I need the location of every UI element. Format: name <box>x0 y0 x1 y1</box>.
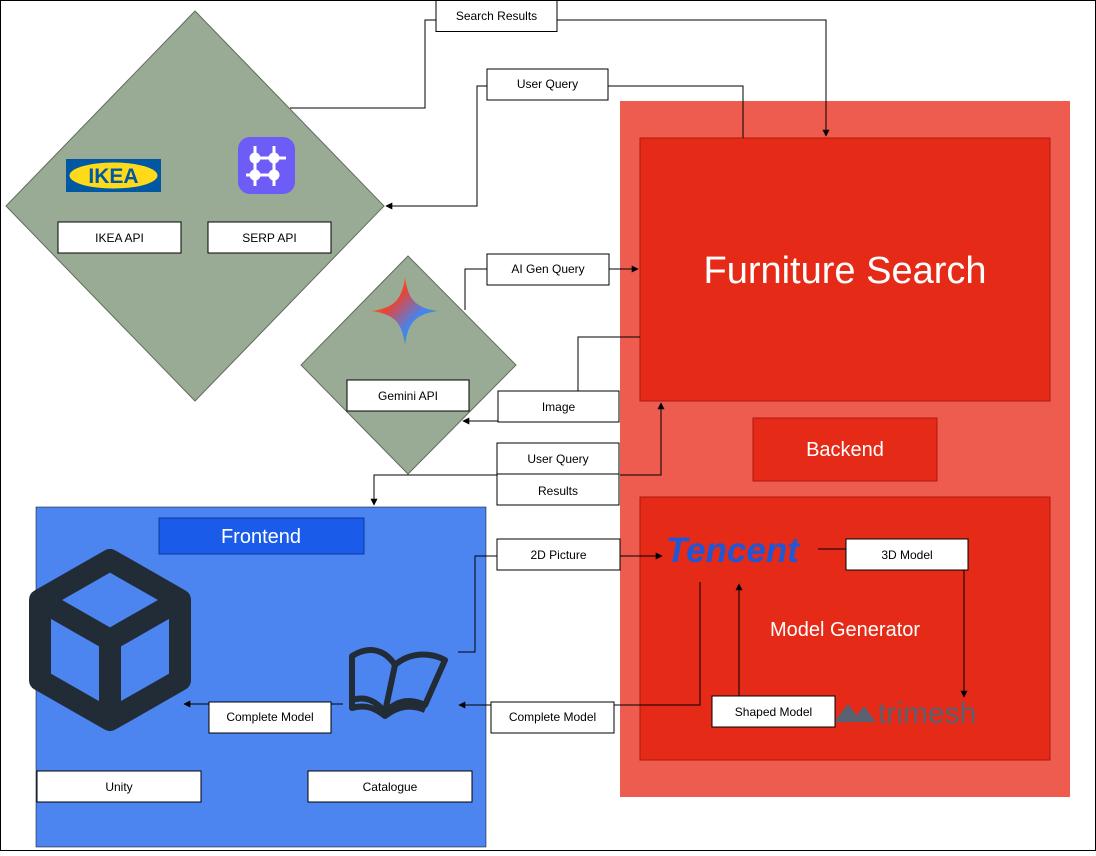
complete-model-left-label: Complete Model <box>226 710 313 724</box>
gemini-group <box>300 255 517 475</box>
search-results-label: Search Results <box>456 9 537 23</box>
user-query-top-label: User Query <box>517 77 578 91</box>
tencent-logo-icon: Tencent <box>666 531 800 570</box>
edge-label-user-query-top <box>486 68 609 101</box>
edge-user-query-top <box>385 85 744 210</box>
frontend-title-box[interactable] <box>158 517 365 555</box>
image-label: Image <box>542 400 576 414</box>
search-apis-group <box>5 10 385 402</box>
backend-node[interactable] <box>752 417 938 482</box>
serp-api-node[interactable] <box>207 221 332 254</box>
model-generator-label: Model Generator <box>770 619 920 641</box>
unity-label: Unity <box>105 780 132 794</box>
user-query-mid-label: User Query <box>527 452 588 466</box>
furniture-search-node[interactable] <box>639 137 1051 402</box>
3d-model-label: 3D Model <box>881 548 932 562</box>
open-book-icon <box>349 647 448 719</box>
complete-model-right-label: Complete Model <box>509 710 596 724</box>
unity-node[interactable] <box>36 770 202 803</box>
edge-search-results <box>290 19 830 137</box>
furniture-search-label: Furniture Search <box>703 250 986 292</box>
ikea-api-node[interactable] <box>57 221 182 254</box>
edge-label-2d-picture <box>496 538 621 571</box>
edge-label-shaped-model <box>711 695 836 728</box>
unity-logo-icon <box>29 549 191 731</box>
edge-label-search-results <box>435 0 558 32</box>
ikea-logo-text: IKEA <box>88 165 138 188</box>
edge-label-ai-gen-query <box>486 253 610 286</box>
ikea-api-label: IKEA API <box>95 231 144 245</box>
frontend-label: Frontend <box>221 526 301 548</box>
backend-label: Backend <box>806 439 884 461</box>
edge-label-3d-model <box>845 538 969 571</box>
trimesh-logo-icon: trimesh <box>834 697 976 730</box>
ikea-logo-icon: IKEA <box>66 159 161 192</box>
edge-results <box>370 474 497 506</box>
catalogue-node[interactable] <box>307 770 473 803</box>
serp-api-label: SERP API <box>242 231 296 245</box>
gemini-api-label: Gemini API <box>378 389 438 403</box>
serp-api-icon <box>238 137 295 194</box>
edge-label-complete-model-left <box>208 701 332 734</box>
ai-gen-query-label: AI Gen Query <box>511 262 584 276</box>
edge-user-query-mid <box>620 402 665 476</box>
results-label: Results <box>538 484 578 498</box>
catalogue-label: Catalogue <box>363 780 418 794</box>
tencent-logo-text: Tencent <box>666 531 800 570</box>
2d-picture-label: 2D Picture <box>530 548 586 562</box>
edge-label-image <box>497 390 620 423</box>
gemini-api-node[interactable] <box>346 379 470 412</box>
gemini-star-icon <box>371 277 438 345</box>
shaped-model-label: Shaped Model <box>735 705 812 719</box>
edge-label-complete-model-right <box>490 701 615 734</box>
trimesh-logo-text: trimesh <box>878 697 976 730</box>
